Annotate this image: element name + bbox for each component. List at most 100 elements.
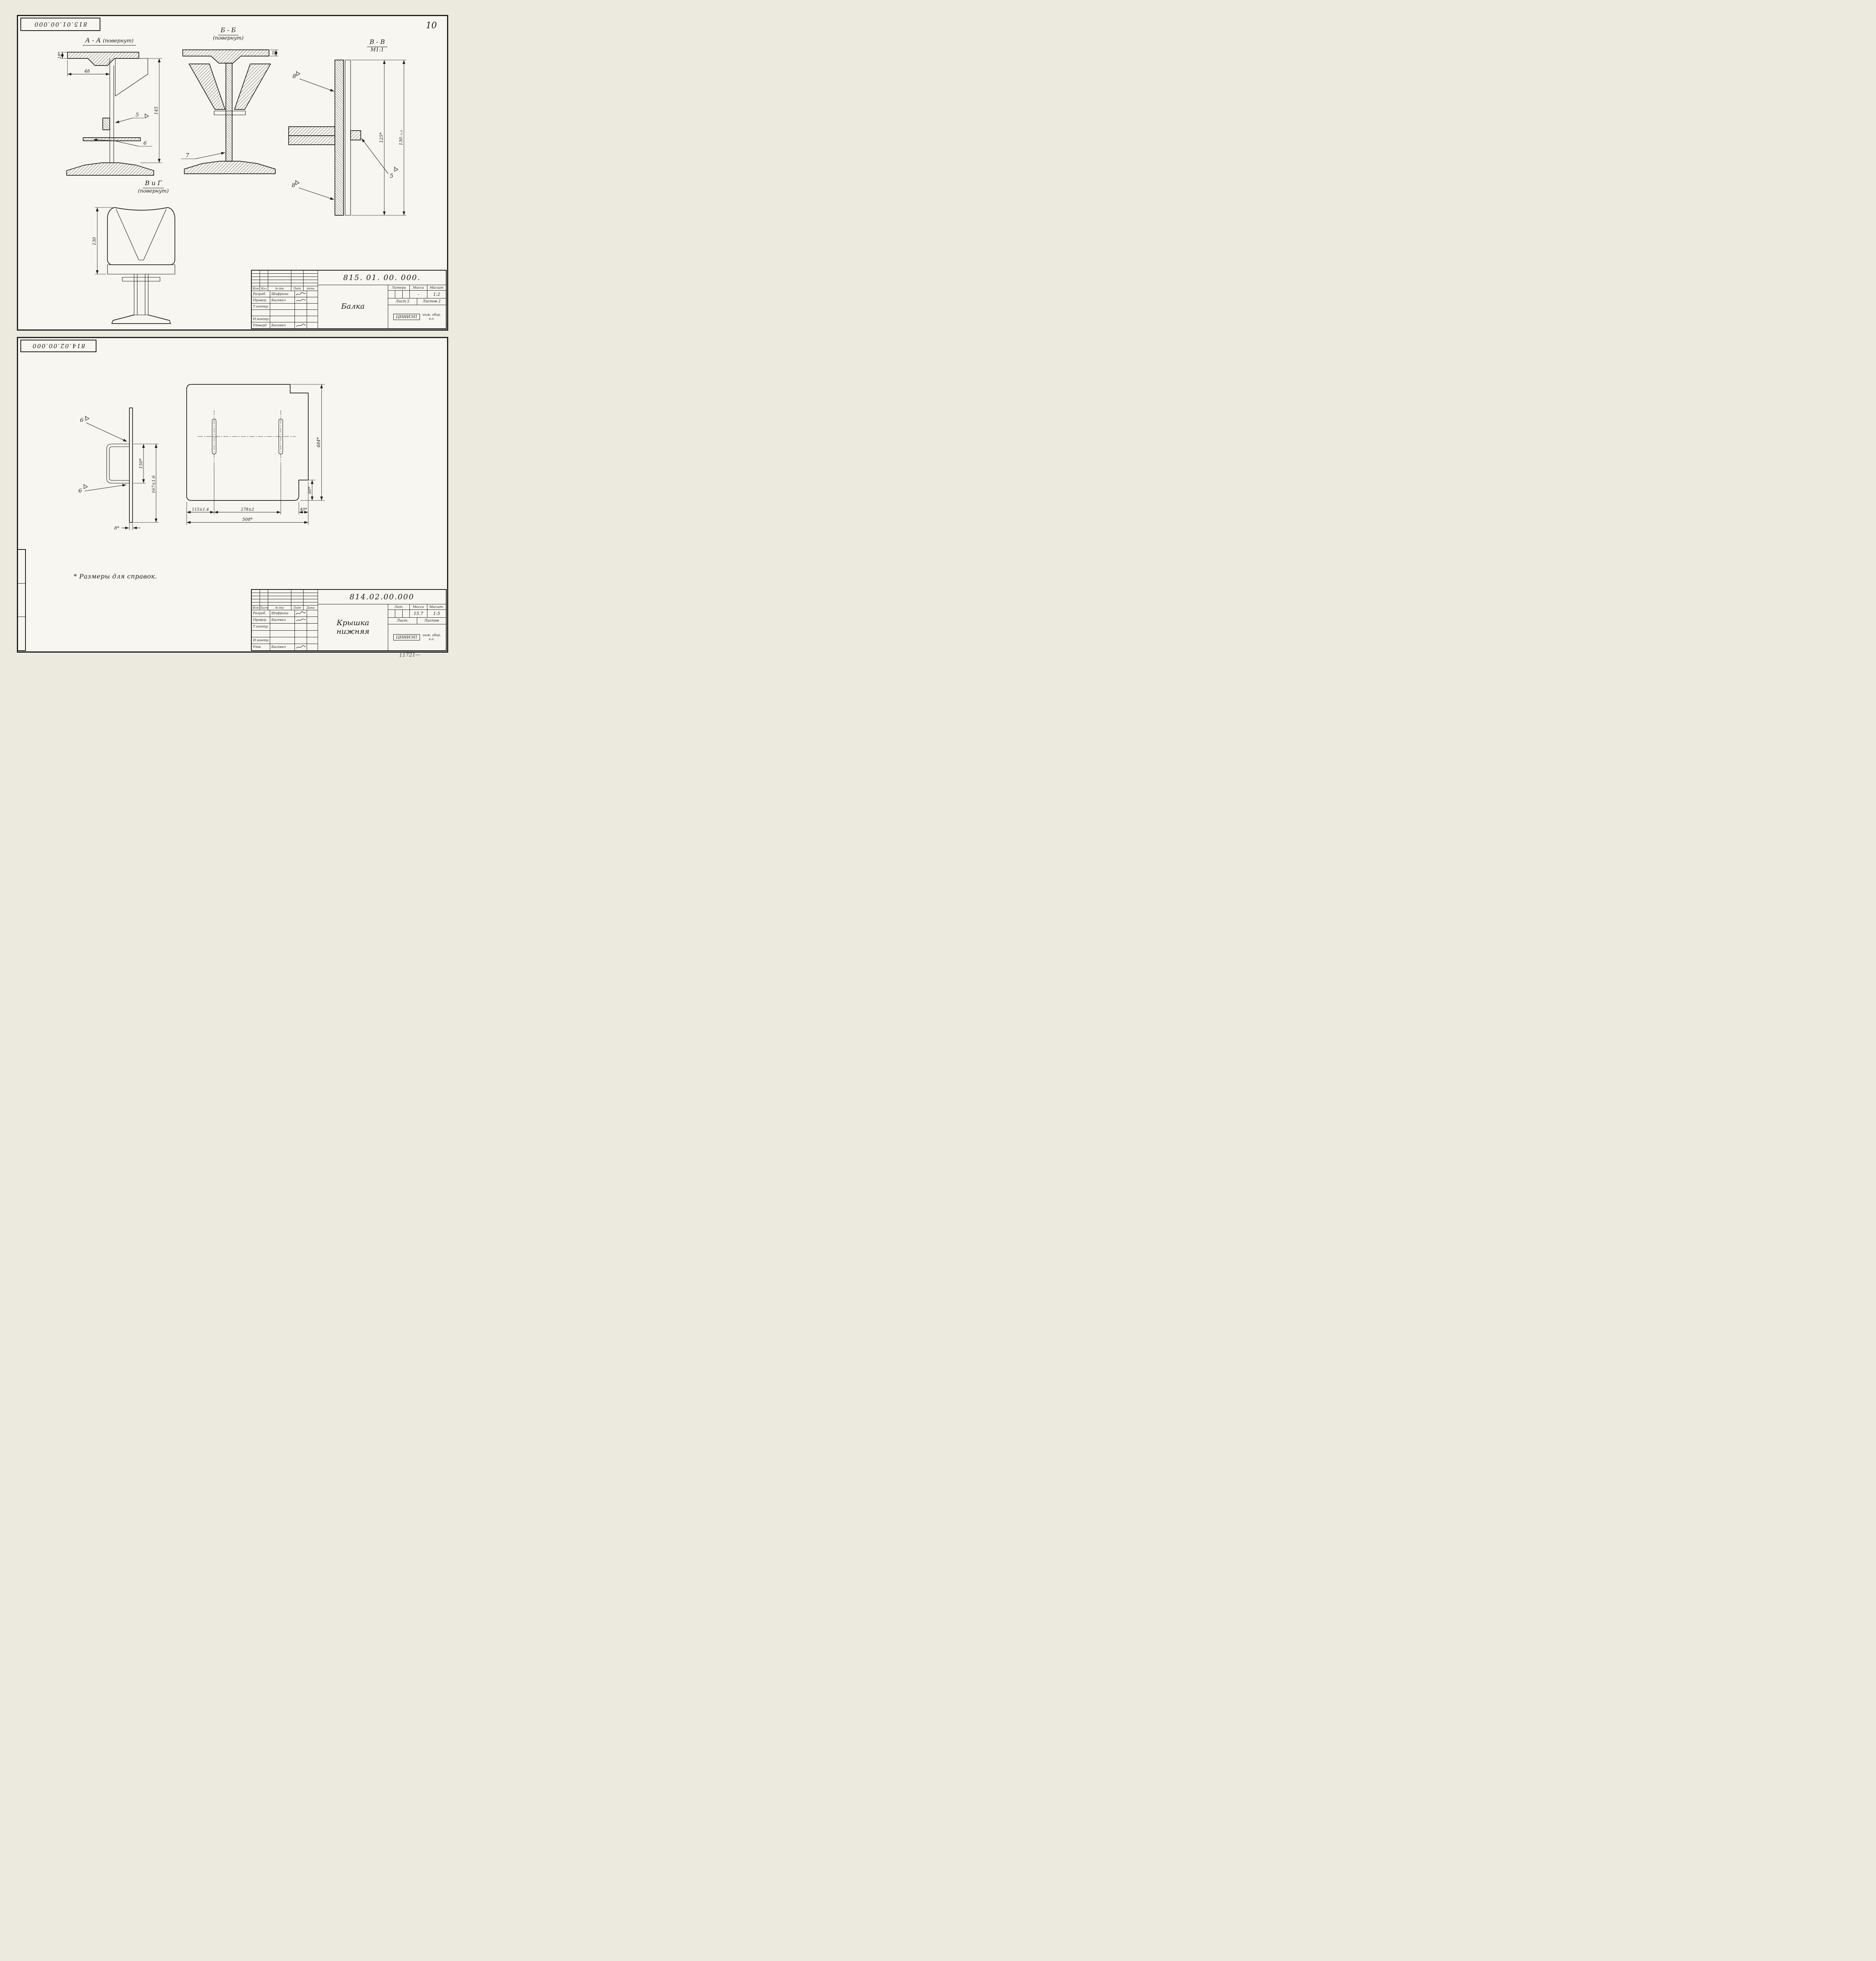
section-aa-name: А - А [85,36,101,44]
signature-row: Провер. Басевич [252,617,318,624]
dimension-label: 167±1.6 [151,475,156,493]
dimension-label: 150* [138,458,144,469]
channel-bracket-outer [106,444,129,484]
organization-dept: инж. обор.к.о. [422,633,441,641]
name-cell [270,637,294,644]
signature-mark [296,292,306,295]
signature-row [252,630,318,637]
dimension-label: 145 [154,107,159,115]
corner-stamp-text: 814.02.00.000 [32,342,85,349]
drawing-sheet-cover: 814.02.00.000 6 6 150* 167±1.6 8* [17,337,448,653]
margin-stamp-boxes [18,549,26,651]
role-cell: Провер. [252,617,270,624]
date-cell [307,644,318,651]
part-name: Балка [318,285,388,328]
vv-vertical-plate [334,60,344,216]
litera-mass-scale-header: Литера Масса Масшт [388,285,446,290]
name-cell: Басевич [270,297,294,303]
weld-flag-icon [145,113,149,118]
document-number: 815. 01. 00. 000. [318,271,446,285]
title-block-sheet1: Изм Кол № док Подп дата Разраб. Шифрина … [251,270,447,329]
signature-row: Разраб. Шифрина [252,291,318,297]
section-aa-drawing: 18* 48 145 5 6 [58,52,162,176]
change-table-empty-row [252,599,318,602]
section-vv-drawing: 8 8 5 125* 130₋₁.₀ [288,60,406,216]
role-cell: Т.контр. [252,304,270,309]
vv-horizontal-plate-lower [288,135,335,145]
change-table-empty-row [252,593,318,596]
weld-flag-icon [394,167,398,172]
view-vg-drawing: 130 [92,207,175,324]
aa-dimension-lines [60,52,162,163]
signature-row: Утв. Басевич [252,644,318,651]
name-cell: Басевич [270,322,294,328]
dimension-label: 48 [84,69,90,74]
name-cell [270,316,294,322]
dimension-label: 18* [58,52,62,59]
role-cell: Разраб. [252,610,270,617]
position-callout: 7 [186,153,189,159]
date-cell [307,610,318,617]
date-cell [307,624,318,630]
aa-weld-tab [102,118,110,130]
view-vg-name: В и Г [142,179,164,188]
date-cell [307,617,318,624]
change-table-empty-row [252,596,318,599]
vg-inner-gussets [116,209,167,260]
sign-cell [295,637,307,644]
litera-cell [395,610,402,617]
vv-horizontal-plate-upper [288,126,335,136]
name-cell: Шифрина [270,291,294,297]
litera-mass-scale-values: - 1:2 [388,291,446,298]
drawing-sheet-beam: 815.01.00.000 10 А - А (повернут) 18* 48… [17,15,448,331]
margin-box [18,550,25,583]
signature-row: Утверд Басевич [252,322,318,328]
date-cell [307,291,318,297]
change-table-empty-row [252,280,318,283]
sheets-total: Листов 2 [417,298,446,305]
header-cell: № док [268,606,291,610]
header-cell: Подп [291,606,303,610]
litera-label: Лит. [388,604,409,609]
litera-cell [388,610,395,617]
header-cell: дата [304,286,318,291]
vv-dimension-lines [295,60,406,216]
sign-cell [295,624,307,630]
section-aa-title: А - А (повернут) [60,36,158,45]
header-cell: Изм [252,286,260,291]
litera-cell [395,291,402,298]
weld-callout: 6 [78,488,82,494]
signature-row: Провер. Басевич [252,297,318,303]
section-bb-name: Б - Б [218,26,238,35]
scale-value: 1:5 [427,610,446,617]
part-name: Крышка нижняя [318,604,388,650]
bb-dimension-lines [181,49,278,159]
vg-stem [134,274,149,315]
weld-callout: 5 [136,112,139,118]
margin-box [18,583,25,617]
title-block-right: 814.02.00.000 Крышка нижняя Лит. Масса М… [318,590,446,650]
title-block-right: 815. 01. 00. 000. Балка Литера Масса Мас… [318,271,446,328]
litera-cell [388,291,395,298]
document-number: 814.02.00.000 [318,590,446,604]
name-cell: Басевич [270,644,294,651]
bb-web-section [225,63,233,162]
corner-stamp-text: 815.01.00.000 [34,21,87,28]
signature-row: Т.контр. [252,304,318,309]
cover-plate-edge [129,407,133,523]
name-cell [270,310,294,316]
name-cell: Шифрина [270,610,294,617]
aa-bracket-plate [115,58,148,96]
mass-value: 15.7 [410,610,427,617]
role-cell: Провер. [252,297,270,303]
role-cell: Разраб. [252,291,270,297]
name-cell [270,304,294,309]
role-cell: Н.контр. [252,316,270,322]
dimension-label: 115±1.4 [192,508,209,512]
corner-stamp-sheet2: 814.02.00.000 [20,340,96,352]
aa-bottom-flange [66,162,154,176]
section-vv-name: В - В [367,38,387,47]
header-cell: Кол [260,286,268,291]
dimension-label: 125* [379,132,384,143]
scale-value: 1:2 [427,291,446,298]
